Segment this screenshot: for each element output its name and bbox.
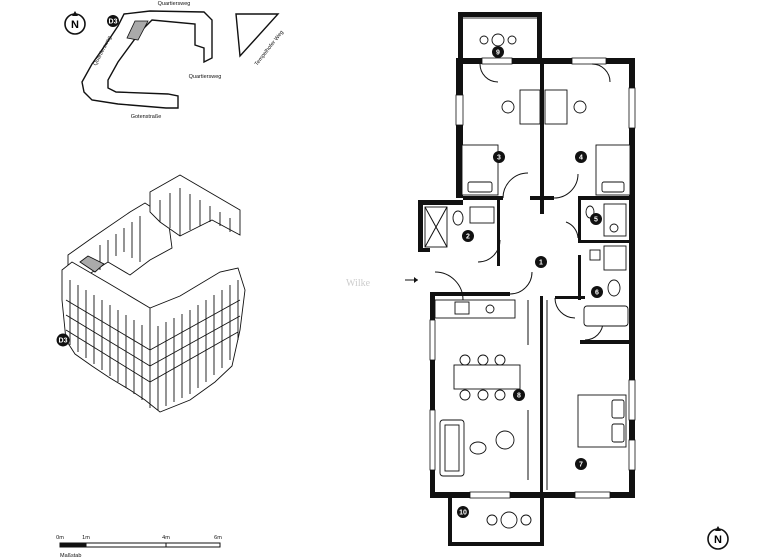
building-tag-marker: [107, 15, 119, 27]
interior-walls: [463, 64, 629, 492]
facade-ribs: [69, 188, 239, 410]
room-2-bath: [424, 206, 495, 248]
room-4-furniture: [544, 89, 631, 196]
site-triangle: [235, 13, 280, 58]
room-number: 6: [595, 290, 599, 297]
compass-bottom-icon: N: [707, 526, 729, 550]
room-number: 8: [517, 393, 521, 400]
room-number: 1: [539, 260, 543, 267]
room-3-furniture: [461, 89, 541, 196]
room-5-wc: [585, 203, 627, 237]
compass-top-icon: N: [64, 11, 86, 35]
room-6-bath: [583, 245, 629, 327]
floor-plan: Wilke 1 2 3 4 5 6 7 8 9 10: [346, 12, 636, 546]
site-footprint: [81, 10, 213, 109]
balcony-9: [458, 12, 542, 62]
scale-tick: 6m: [214, 535, 222, 541]
room-8-furniture: [434, 299, 529, 480]
building-tag-axo: D3: [59, 338, 68, 345]
street-label: Quartiersweg: [158, 1, 191, 7]
street-label: Quartiersweg: [189, 74, 222, 80]
axonometric-highlight: [79, 255, 105, 273]
compass-top-label: N: [71, 19, 79, 31]
room-number: 7: [579, 462, 583, 469]
balcony-10: [448, 498, 544, 546]
building-tag-marker-axo: [56, 333, 70, 347]
building-tag-site: D3: [109, 19, 118, 26]
axonometric-view: D3: [56, 174, 246, 413]
scale-tick: 4m: [162, 535, 170, 541]
exterior-walls: [418, 58, 635, 498]
site-highlight: [126, 20, 149, 41]
room-number: 4: [579, 155, 583, 162]
room-markers: 1 2 3 4 5 6 7 8 9 10: [457, 46, 603, 518]
site-plan: N D3 Quartiersweg Quartiersweg Quartiers…: [64, 1, 285, 120]
room-number: 10: [459, 510, 467, 517]
scale-tick: 1m: [82, 535, 90, 541]
entrance-mark: Wilke: [346, 278, 371, 289]
entrance: Wilke: [346, 277, 418, 289]
scale-tick: 0m: [56, 535, 64, 541]
scale-label: Maßstab: [60, 553, 81, 559]
compass-bottom-label: N: [714, 534, 722, 546]
room-number: 3: [497, 155, 501, 162]
room-number: 9: [496, 50, 500, 57]
street-label: Gotenstraße: [131, 114, 162, 120]
room-7-furniture: [546, 300, 627, 490]
windows: [429, 57, 636, 499]
room-number: 2: [466, 234, 470, 241]
room-number: 5: [594, 217, 598, 224]
scale-bar: 0m 1m 4m 6m Maßstab: [56, 535, 222, 559]
